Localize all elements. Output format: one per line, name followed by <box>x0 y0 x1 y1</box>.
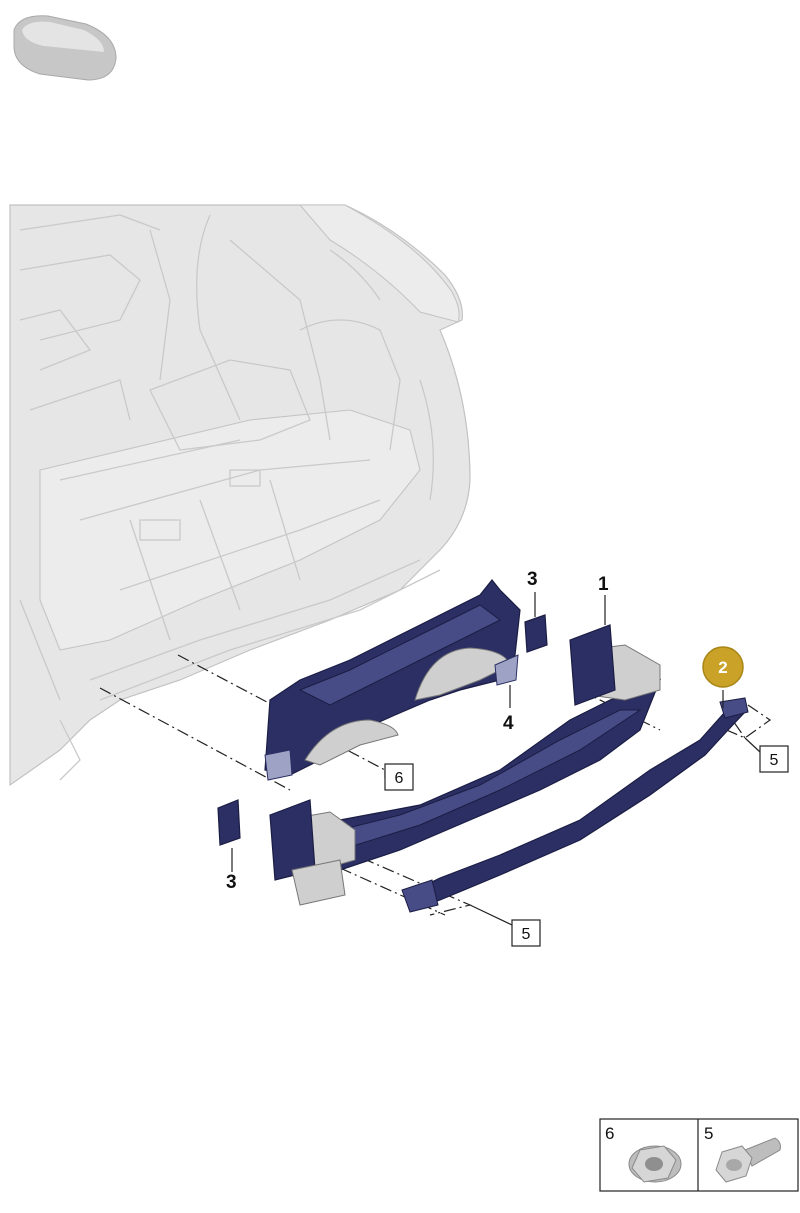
part-4-cover-shield[interactable] <box>264 579 521 781</box>
hex-bolt-icon <box>715 1137 781 1183</box>
svg-text:3: 3 <box>527 569 538 590</box>
part-3-pad-upper[interactable] <box>524 614 548 653</box>
legend-item-5[interactable]: 5 <box>704 1124 781 1183</box>
svg-text:5: 5 <box>770 752 779 769</box>
svg-text:2: 2 <box>718 658 727 677</box>
svg-text:3: 3 <box>226 872 237 893</box>
callout-3-lower[interactable]: 3 <box>226 872 237 893</box>
svg-text:5: 5 <box>522 926 531 943</box>
callout-5-right-box[interactable]: 5 <box>759 745 789 773</box>
svg-text:1: 1 <box>598 574 609 595</box>
svg-text:5: 5 <box>704 1124 713 1143</box>
callout-3-upper[interactable]: 3 <box>527 569 538 590</box>
legend-item-6[interactable]: 6 <box>605 1124 682 1183</box>
callout-5-bottom-box[interactable]: 5 <box>511 919 541 947</box>
vehicle-silhouette-icon[interactable] <box>13 15 117 81</box>
part-3-pad-lower[interactable] <box>217 799 241 846</box>
part-2-reinforcement-strut[interactable] <box>401 697 749 913</box>
svg-text:6: 6 <box>605 1124 614 1143</box>
svg-text:4: 4 <box>503 713 514 734</box>
fastener-legend: 6 5 <box>599 1118 799 1192</box>
flange-nut-icon <box>628 1145 682 1183</box>
part-1-bumper-crossmember[interactable] <box>269 624 662 906</box>
callout-6-box[interactable]: 6 <box>384 763 414 791</box>
callout-4[interactable]: 4 <box>503 713 514 734</box>
car-body-rear-structure <box>9 204 471 787</box>
callout-2-highlighted[interactable]: 2 <box>702 646 744 688</box>
callout-1[interactable]: 1 <box>598 574 609 595</box>
svg-text:6: 6 <box>395 770 404 787</box>
